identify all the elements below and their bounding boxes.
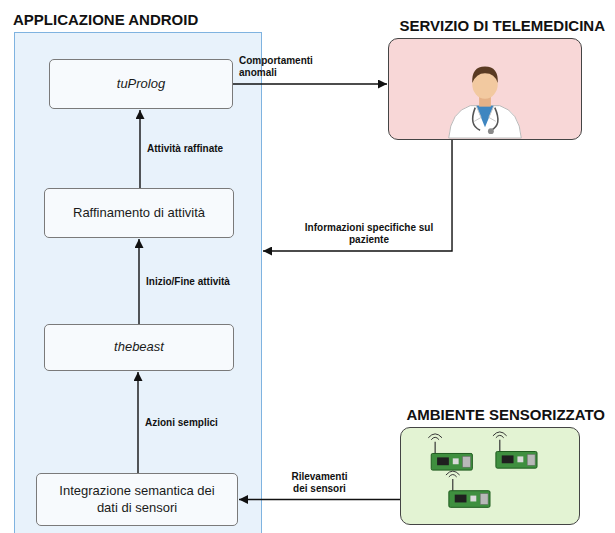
sensor-boards [401,428,579,524]
group-title: AMBIENTE SENSORIZZATO [406,406,605,423]
service-box: SERVIZIO DI TELEMEDICINA [388,38,582,140]
edge-label: Comportamenti anomali [239,55,324,79]
process-box: thebeast [44,324,234,371]
box-label: Integrazione semantica dei dati di senso… [57,483,217,516]
doctor-icon [389,39,581,139]
group-title: SERVIZIO DI TELEMEDICINA [399,17,605,34]
arrow-connector [138,239,139,324]
box-label: tuProlog [117,76,165,92]
edge-label: Rilevamenti dei sensori [284,471,356,495]
environment-box: AMBIENTE SENSORIZZATO [400,427,580,525]
edge-label: Attività raffinate [147,143,223,155]
process-box: Raffinamento di attività [44,188,234,238]
group-title: APPLICAZIONE ANDROID [13,11,198,28]
process-box: Integrazione semantica dei dati di senso… [36,473,238,526]
arrow-connector [239,499,400,500]
arrow-connector [139,110,140,188]
edge-label: Inizio/Fine attività [146,276,230,288]
arrow-connector [233,83,387,84]
arrow-connector [263,140,452,251]
edge-label: Informazioni specifiche sul paziente [294,222,444,246]
process-box: tuProlog [49,59,233,109]
box-label: Raffinamento di attività [73,205,205,221]
edge-label: Azioni semplici [145,417,218,429]
box-label: thebeast [114,339,164,355]
arrow-connector [137,372,138,473]
